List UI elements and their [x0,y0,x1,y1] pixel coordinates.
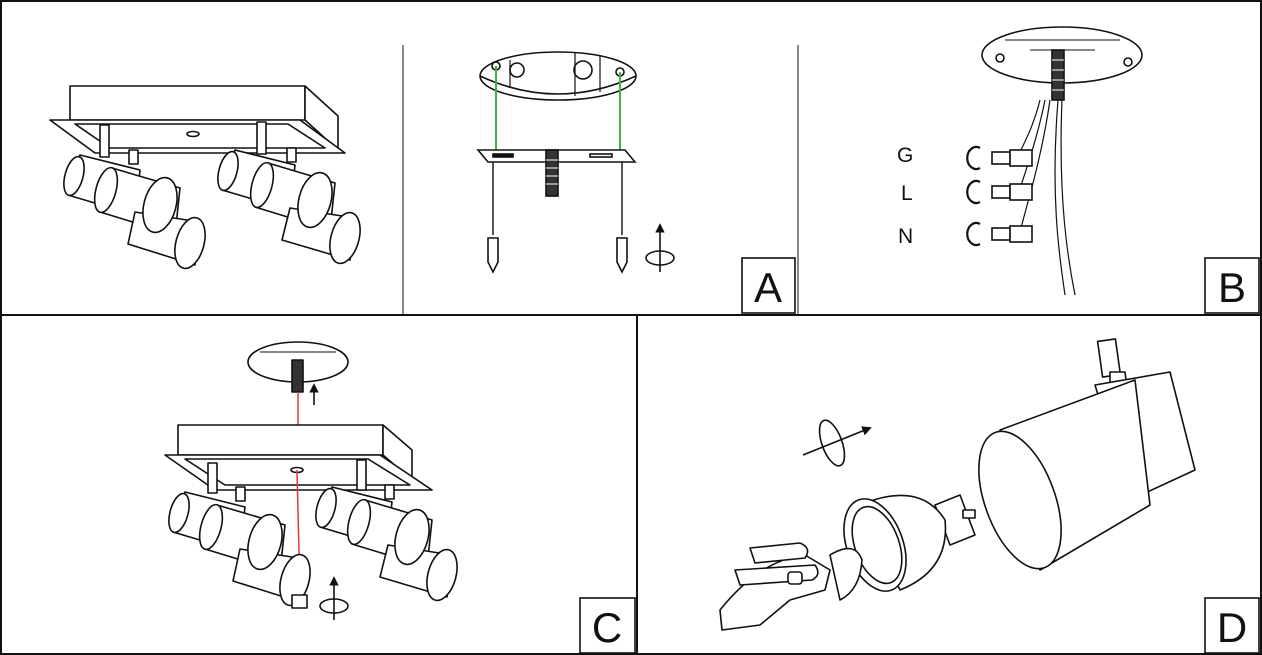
screw [616,237,628,274]
step-label-c: C [579,597,636,654]
step-c-illustration [164,341,458,620]
lamp-shade-opening [978,430,1062,570]
threaded-stud [545,149,559,197]
svg-text:C: C [592,604,622,651]
step-d-illustration [719,338,1196,631]
wire-label-n: N [898,225,913,248]
rotate-arrow-icon [319,576,349,620]
step-label-d: D [1204,597,1260,654]
svg-text:B: B [1218,264,1246,311]
step-label-b: B [1204,257,1260,314]
wire-connector [991,149,1033,243]
wire-label-l: L [901,182,913,205]
ceiling-junction-box [479,51,637,101]
cap-nut [291,594,308,609]
svg-text:A: A [754,264,782,311]
step-a-illustration [476,51,675,274]
screw [487,237,499,274]
fixture-overview-illustration [49,85,361,270]
wire-label-g: G [897,144,913,167]
svg-text:D: D [1217,604,1247,651]
rotate-arrow-icon [802,419,872,467]
rotate-arrow-icon [645,223,675,272]
step-b-illustration [966,26,1143,296]
hand-with-suction-tool [719,542,863,631]
step-label-a: A [741,257,796,314]
